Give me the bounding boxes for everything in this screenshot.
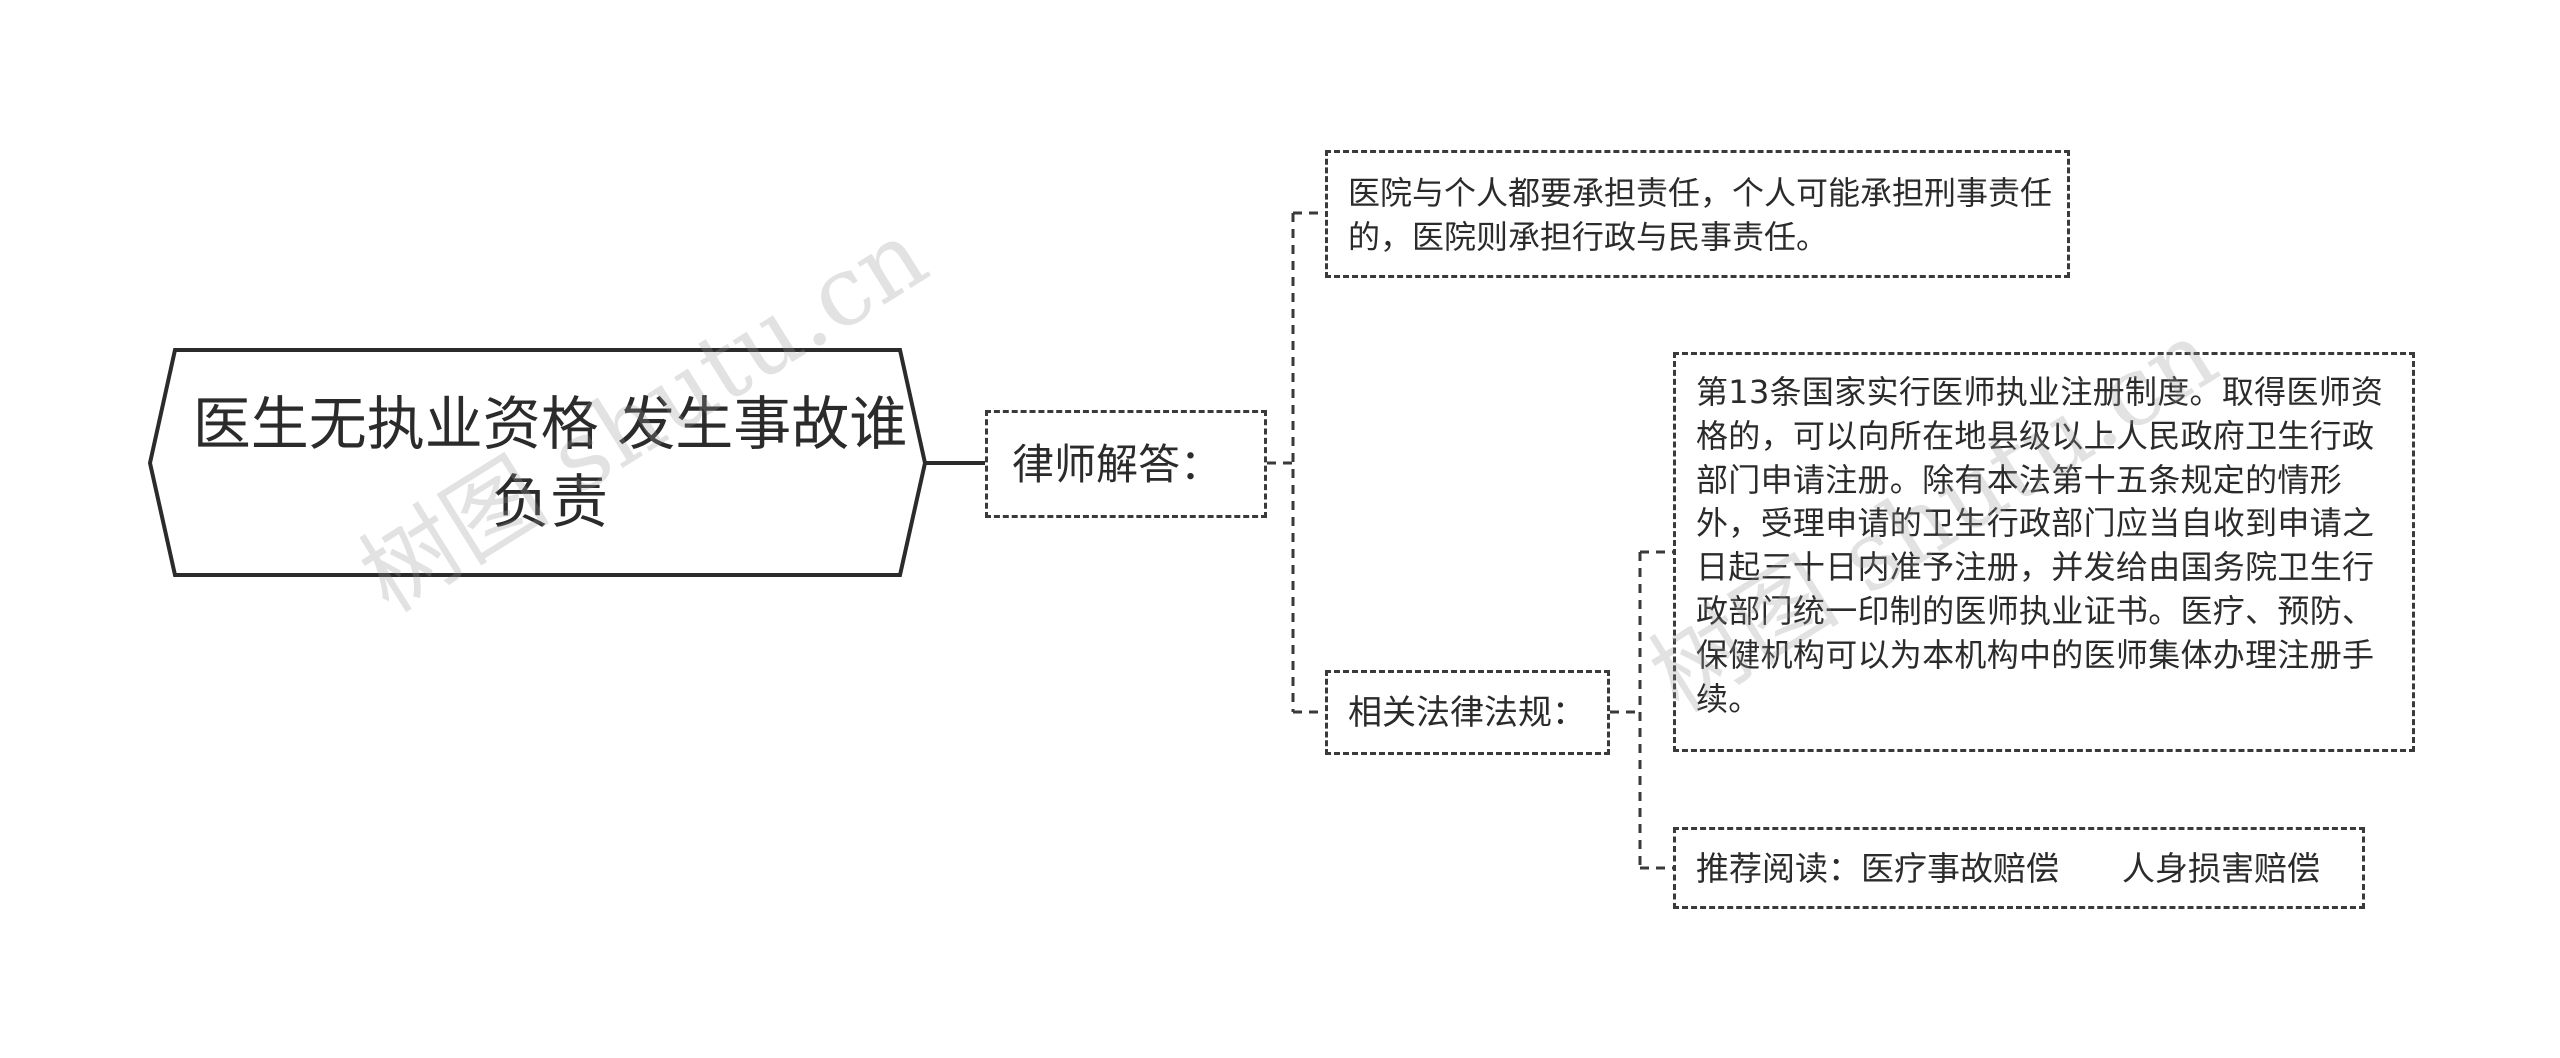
reading-text: 推荐阅读：医疗事故赔偿 人身损害赔偿 [1696, 849, 2320, 888]
law-label-node[interactable]: 相关法律法规： [1325, 670, 1610, 755]
law-text-node[interactable]: 第13条国家实行医师执业注册制度。取得医师资格的，可以向所在地县级以上人民政府卫… [1673, 352, 2415, 752]
root-node-shape [147, 348, 928, 577]
root-title[interactable]: 医生无执业资格 发生事故谁负责 [192, 390, 908, 536]
reading-node[interactable]: 推荐阅读：医疗事故赔偿 人身损害赔偿 [1673, 827, 2365, 909]
law-text-content: 第13条国家实行医师执业注册制度。取得医师资格的，可以向所在地县级以上人民政府卫… [1696, 373, 2384, 718]
answer-label-node[interactable]: 律师解答： [985, 410, 1267, 518]
answer-text-content: 医院与个人都要承担责任，个人可能承担刑事责任的，医院则承担行政与民事责任。 [1348, 174, 2053, 256]
law-label-text: 相关法律法规： [1348, 693, 1586, 733]
answer-text-node[interactable]: 医院与个人都要承担责任，个人可能承担刑事责任的，医院则承担行政与民事责任。 [1325, 150, 2070, 278]
answer-label-text: 律师解答： [1012, 440, 1223, 489]
